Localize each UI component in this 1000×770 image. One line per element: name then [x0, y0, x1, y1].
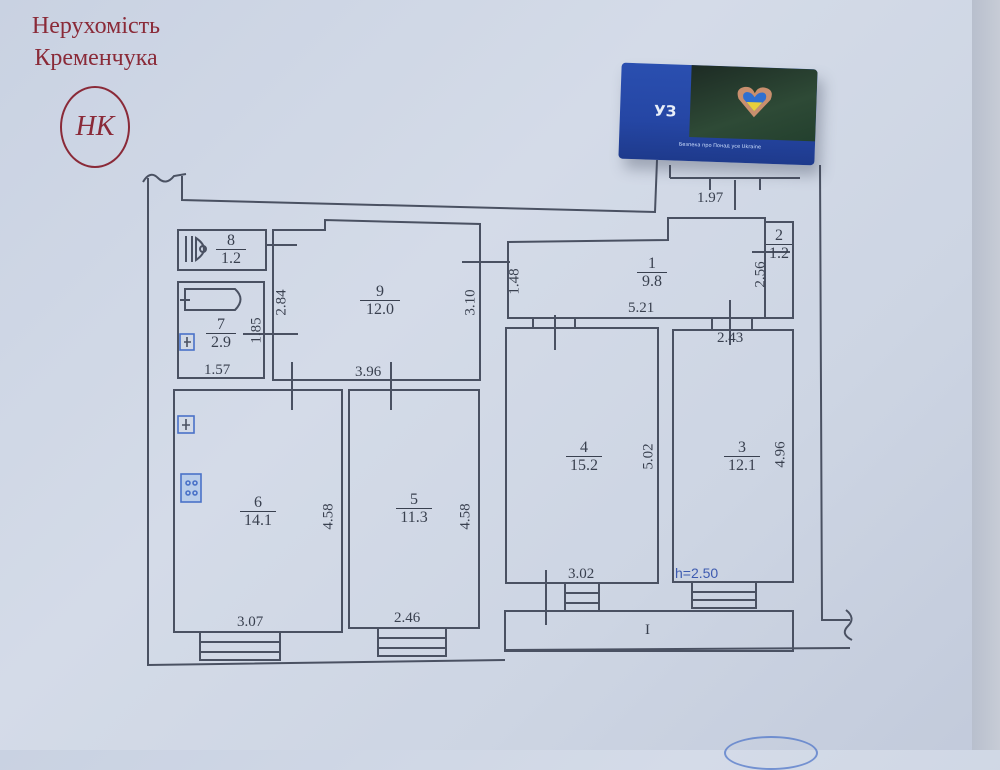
sink-icon-bath: [179, 333, 195, 351]
outer-wall-top: [181, 159, 658, 214]
monogram-logo: НК: [60, 86, 130, 168]
room-area: 9.8: [637, 272, 667, 290]
room-number: 4: [580, 439, 588, 456]
outer-wall-bottom: [504, 647, 851, 651]
room-5-outline: [348, 389, 480, 629]
room-number: 7: [217, 316, 225, 333]
room-number: 3: [738, 439, 746, 456]
room-number: 1: [648, 255, 656, 272]
outer-wall-left: [147, 178, 506, 667]
dimension-3-02: 3.02: [568, 566, 595, 582]
dimension-1-97: 1.97: [697, 190, 724, 206]
break-mark-top-left: [142, 173, 187, 183]
room-6-outline: [173, 389, 343, 633]
window-sill: [691, 582, 757, 609]
brand-line-2: Кременчука: [34, 45, 158, 71]
room-label-9: 9 12.0: [360, 284, 400, 318]
ceiling-height: h=2.50: [675, 565, 719, 581]
room-area: 11.3: [396, 508, 432, 526]
dimension-5-02: 5.02: [640, 443, 657, 470]
room-3-outline: [672, 329, 794, 583]
floor-plan: [142, 159, 853, 667]
room-label-7: 7 2.9: [206, 317, 236, 351]
room-label-2: 2 1.2: [766, 228, 792, 262]
dimension-1-48: 1.48: [506, 268, 523, 295]
room-label-1: 1 9.8: [637, 256, 667, 290]
stamp-mark: [724, 736, 818, 770]
window-sill: [199, 632, 281, 661]
dimension-4-58-room6: 4.58: [320, 503, 337, 530]
room-number: 9: [376, 283, 384, 300]
eraser-artwork: [689, 65, 818, 142]
room-label-8: 8 1.2: [216, 233, 246, 267]
brand-line-1: Нерухомість: [31, 13, 161, 39]
dimension-2-84: 2.84: [273, 289, 290, 316]
heart-hands-icon: [734, 81, 775, 122]
room-area: 14.1: [240, 511, 276, 529]
room-1-outline: [507, 217, 766, 319]
window-frame: [532, 318, 576, 328]
room-area: 12.1: [724, 456, 760, 474]
dimension-2-46: 2.46: [394, 610, 421, 626]
dimension-3-07: 3.07: [237, 614, 264, 630]
dimension-4-58-room5: 4.58: [457, 503, 474, 530]
balcony-label: I: [645, 622, 650, 638]
paper-edge: [972, 0, 1000, 750]
break-mark-right: [843, 609, 853, 641]
room-area: 2.9: [206, 333, 236, 351]
dimension-4-96: 4.96: [772, 441, 789, 468]
eraser-tagline: Безпека про Понад усе Ukraine: [678, 141, 762, 151]
room-number: 8: [227, 232, 235, 249]
dimension-1-85: 1.85: [248, 317, 265, 344]
room-area: 1.2: [766, 244, 792, 262]
room-4-outline: [505, 327, 659, 584]
room-8-outline: [177, 229, 267, 271]
room-area: 15.2: [566, 456, 602, 474]
brand-title: Нерухомість Кременчука: [6, 10, 186, 74]
window-sill: [564, 583, 600, 612]
room-label-5: 5 11.3: [396, 492, 432, 526]
room-label-4: 4 15.2: [566, 440, 602, 474]
room-2-outline: [764, 221, 794, 319]
stove-icon: [180, 473, 202, 503]
room-area: 1.2: [216, 249, 246, 267]
balcony-outline: [504, 610, 794, 652]
sink-icon-kitchen: [177, 415, 195, 434]
room-number: 5: [410, 491, 418, 508]
window-frame: [711, 318, 753, 330]
room-label-3: 3 12.1: [724, 440, 760, 474]
room-label-6: 6 14.1: [240, 495, 276, 529]
eraser-logo: УЗ: [653, 101, 677, 121]
dimension-1-57: 1.57: [204, 362, 231, 378]
eraser-object: УЗ Безпека про Понад усе Ukraine: [618, 62, 818, 166]
outer-wall-right: [819, 164, 850, 621]
toilet-icon: [185, 236, 205, 262]
toilet-bowl-icon: [199, 245, 207, 253]
room-area: 12.0: [360, 300, 400, 318]
window-sill: [377, 628, 447, 657]
room-9-outline: [272, 218, 481, 381]
dimension-5-21: 5.21: [628, 300, 655, 316]
room-number: 6: [254, 494, 262, 511]
room-7-outline: [177, 281, 265, 379]
dimension-3-96: 3.96: [355, 364, 382, 380]
room-number: 2: [775, 227, 783, 244]
window-frame: [669, 165, 800, 190]
dimension-3-10: 3.10: [462, 289, 479, 316]
dimension-2-43: 2.43: [717, 330, 744, 346]
bathtub-icon: [180, 288, 242, 311]
dimension-2-56: 2.56: [752, 261, 769, 288]
